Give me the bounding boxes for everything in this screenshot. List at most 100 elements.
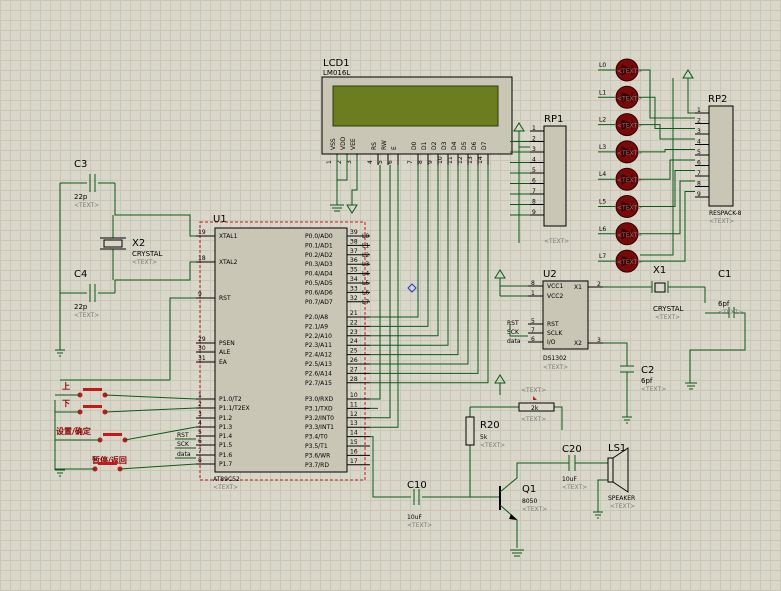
u1-body	[214, 227, 348, 473]
u1-right-pin-num-16: 10	[350, 392, 358, 399]
led-text-3: <TEXT>	[617, 150, 642, 157]
u1-left-pin-name-3: PSEN	[219, 340, 235, 347]
u1-left-pin-num-5: 31	[198, 355, 206, 362]
u2-net-1: SCK	[507, 329, 520, 336]
x1-ref: X1	[653, 265, 666, 276]
u1-left-pin-name-13: P1.7	[219, 461, 232, 468]
u1-right-pin-num-21: 15	[350, 439, 358, 446]
x2[interactable]: X2 CRYSTAL <TEXT>	[100, 230, 163, 266]
u1-right-pin-name-13: P2.5/A13	[305, 361, 332, 368]
u1-right-pin-num-5: 34	[350, 276, 358, 283]
lcd1-screen	[332, 85, 499, 127]
u1-right-pin-net-5: L5	[362, 280, 369, 287]
lcd1[interactable]: LCD1 LM016L <TEXT> VSS1VDD2VEE3RS4RW5E6D…	[321, 58, 513, 165]
u1-mcu[interactable]: U1 AT89C52 <TEXT> 19XTAL118XTAL29RST29PS…	[60, 214, 370, 491]
led-label-0: L0	[599, 62, 606, 69]
c10-value: 10uF	[407, 514, 422, 521]
u1-left-pin-name-7: P1.1/T2EX	[219, 405, 250, 412]
c4[interactable]: C4 22p <TEXT>	[60, 269, 115, 319]
ls1-text: <TEXT>	[610, 503, 635, 510]
rp2-pin-num-3: 4	[697, 139, 701, 146]
lcd-pin-num-11: 12	[457, 156, 464, 164]
ls1-speaker[interactable]: LS1 SPEAKER <TEXT>	[593, 443, 635, 519]
u1-right-pin-num-8: 21	[350, 310, 358, 317]
u1-right-pin-num-7: 32	[350, 295, 358, 302]
u1-right-pin-net-2: L2	[362, 252, 369, 259]
r20[interactable]: R20 5k <TEXT>	[465, 406, 505, 497]
u1-right-pin-name-18: P3.2/INT0	[305, 415, 334, 422]
u1-left-pin-name-0: XTAL1	[219, 233, 238, 240]
c1[interactable]: C1 6pf <TEXT>	[685, 269, 746, 390]
u2-ref: U2	[543, 269, 557, 280]
led-symbol-7	[621, 255, 634, 267]
lcd-pin-num-5: 6	[387, 160, 394, 164]
rv-text-bottom: <TEXT>	[521, 416, 546, 423]
lcd-pin-num-13: 14	[477, 156, 484, 164]
button-label-1: 下	[62, 399, 70, 408]
lcd-pin-name-2: VEE	[350, 138, 357, 150]
rp1-pin-num-2: 3	[532, 146, 536, 153]
u2-pin-name-1: VCC2	[547, 293, 563, 300]
rp2-pin-num-8: 9	[697, 191, 701, 198]
u1-left-pin-num-3: 29	[198, 336, 206, 343]
u1-right-pin-num-14: 27	[350, 366, 358, 373]
led-symbol-2	[621, 118, 634, 131]
lcd-pin-name-0: VSS	[330, 138, 337, 150]
u1-p1-net-1: SCK	[177, 441, 190, 448]
u1-left-pin-num-7: 2	[198, 401, 202, 408]
c2-ref: C2	[641, 365, 654, 376]
u2-rpin-num-0: 2	[597, 281, 601, 288]
u1-right-pin-num-19: 13	[350, 420, 358, 427]
lcd-pin-num-12: 13	[467, 156, 474, 164]
u1-right-pin-num-15: 28	[350, 376, 358, 383]
r20-ref: R20	[480, 420, 500, 431]
c2-value: 6pf	[641, 377, 653, 385]
led-symbol-4	[621, 173, 634, 186]
lcd-pin-name-7: D1	[421, 141, 428, 150]
u2-pin-name-2: RST	[547, 321, 559, 328]
led-label-1: L1	[599, 89, 606, 96]
led-array: L0<TEXT>L1<TEXT>L2<TEXT>L3<TEXT>L4<TEXT>…	[598, 58, 695, 273]
q1[interactable]: Q1 8050 <TEXT>	[499, 462, 565, 557]
u2-pin-name-3: SCLK	[547, 330, 563, 337]
rp2-ref: RP2	[708, 94, 727, 105]
button-cap-0	[83, 388, 102, 391]
led-text-7: <TEXT>	[617, 259, 642, 266]
rp2-model: RESPACK-8	[709, 210, 742, 217]
led-label-7: L7	[599, 253, 606, 260]
c1-text: <TEXT>	[718, 309, 743, 316]
rp1-pin-num-1: 2	[532, 136, 536, 143]
c20[interactable]: C20 10uF <TEXT>	[562, 444, 608, 491]
q1-text: <TEXT>	[522, 506, 547, 513]
q1-model: 8050	[522, 498, 537, 505]
lcd-pin-name-3: RS	[371, 142, 378, 150]
u1-right-pin-num-18: 12	[350, 411, 358, 418]
led-text-1: <TEXT>	[617, 95, 642, 102]
led-wire-out-4	[639, 159, 695, 180]
rp1-ref: RP1	[544, 114, 563, 125]
ctrl-wires	[370, 165, 399, 428]
buzzer-wire	[370, 436, 374, 460]
button-cap-3	[98, 462, 117, 465]
rv-potentiometer[interactable]: 2k <TEXT> <TEXT>	[494, 374, 563, 430]
u1-right-pin-name-9: P2.1/A9	[305, 323, 328, 330]
u2-pin-num-3: 7	[531, 327, 535, 334]
lcd-pin-num-6: 7	[407, 160, 414, 164]
c3[interactable]: C3 22p <TEXT>	[60, 159, 115, 209]
bus-wire-6	[370, 165, 479, 374]
u1-right-pin-net-3: L3	[362, 261, 369, 268]
led-text-6: <TEXT>	[617, 232, 642, 239]
x1[interactable]: X1 CRYSTAL <TEXT>	[603, 265, 705, 321]
lcd-pin-name-11: D5	[461, 141, 468, 150]
c10[interactable]: C10 10uF <TEXT>	[372, 460, 500, 529]
u1-right-pin-num-10: 23	[350, 329, 358, 336]
u1-right-pin-num-12: 25	[350, 348, 358, 355]
u1-right-pin-name-22: P3.6/WR	[305, 452, 330, 459]
c2[interactable]: C2 6pf <TEXT>	[603, 342, 666, 424]
